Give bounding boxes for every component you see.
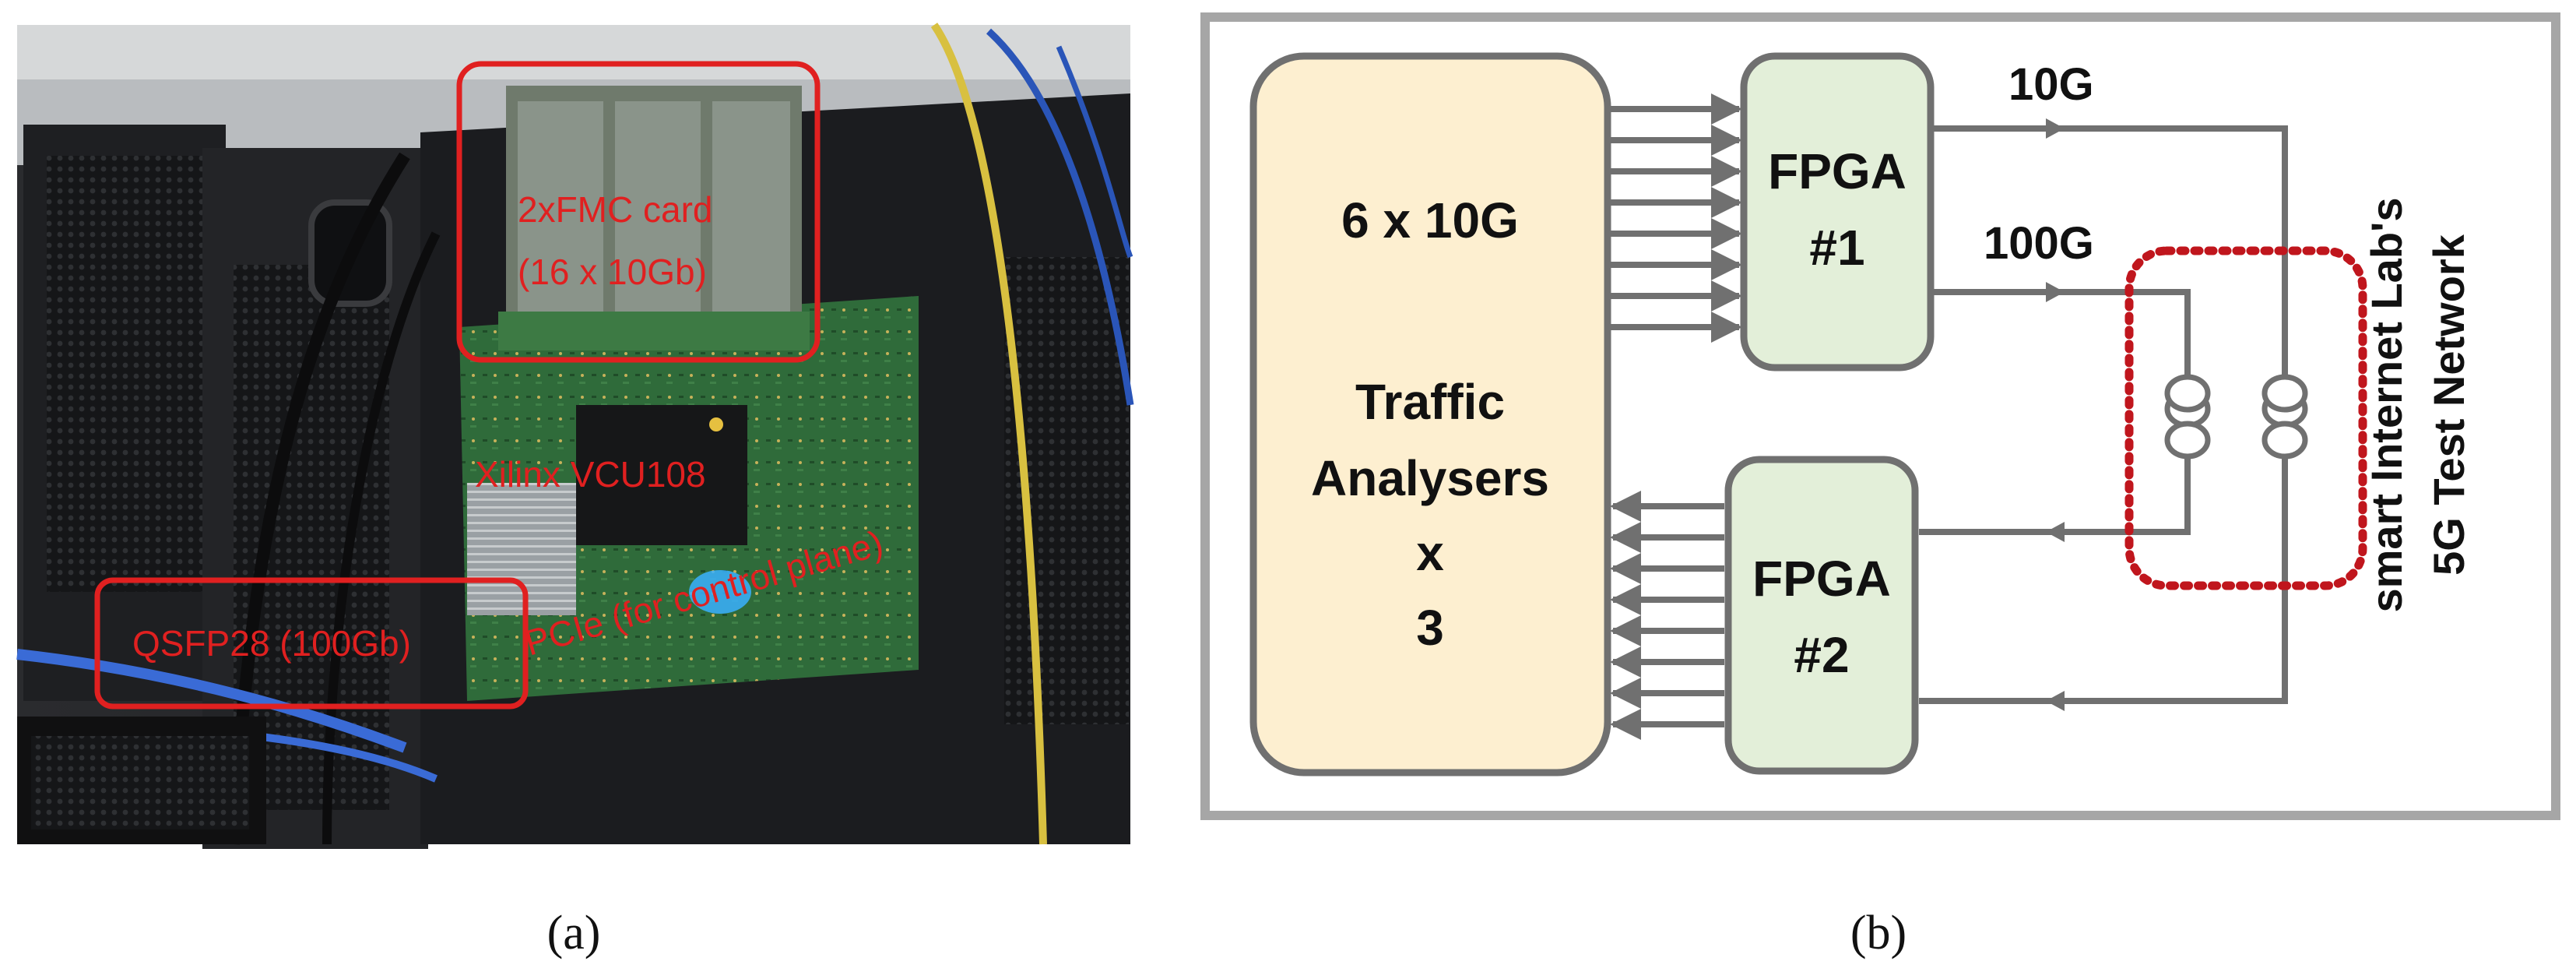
analyser-count: 3 bbox=[1416, 600, 1444, 656]
link-10g-label: 10G bbox=[2008, 59, 2094, 110]
fiber-spool-10g bbox=[2261, 374, 2308, 460]
analyser-to-fpga1-links bbox=[1611, 93, 1742, 343]
fpga-1-label-line1: FPGA bbox=[1768, 143, 1907, 199]
fpga-1-block bbox=[1740, 52, 1935, 372]
fiber-spool-100g bbox=[2164, 374, 2211, 460]
qsfp-label: QSFP28 (100Gb) bbox=[132, 623, 411, 664]
yellow-cable bbox=[930, 23, 1047, 845]
board-label: Xilinx VCU108 bbox=[475, 454, 706, 495]
photo-panel: 2xFMC card (16 x 10Gb) Xilinx VCU108 QSF… bbox=[16, 23, 1134, 849]
fpga-2-block bbox=[1724, 456, 1919, 775]
link-direction-arrows bbox=[2046, 118, 2065, 711]
qsfp-highlight-box bbox=[94, 577, 529, 710]
fmc-highlight-box bbox=[456, 61, 821, 363]
blue-cable bbox=[986, 28, 1134, 406]
heatsink bbox=[467, 483, 576, 615]
traffic-analyser-block bbox=[1249, 52, 1611, 777]
analyser-multiplier: x bbox=[1416, 525, 1444, 581]
fmc-label-line2: (16 x 10Gb) bbox=[518, 252, 707, 292]
analyser-name-line2: Analysers bbox=[1311, 450, 1549, 506]
block-diagram: 6 x 10G Traffic Analysers x 3 FPGA #1 FP… bbox=[1200, 12, 2560, 820]
caption-b: (b) bbox=[1850, 907, 1907, 960]
fpga2-to-analyser-links bbox=[1610, 491, 1724, 740]
fpga-1-label-line2: #1 bbox=[1809, 220, 1864, 276]
analyser-name-line1: Traffic bbox=[1355, 374, 1505, 430]
analyser-ports-label: 6 x 10G bbox=[1341, 192, 1519, 248]
caption-a: (a) bbox=[547, 907, 601, 960]
test-network-boundary bbox=[2124, 246, 2367, 590]
link-100g-label: 100G bbox=[1984, 218, 2094, 269]
fpga-2-label-line1: FPGA bbox=[1752, 551, 1891, 607]
fpga-2-label-line2: #2 bbox=[1794, 627, 1849, 683]
status-led bbox=[689, 570, 751, 614]
network-label-line1: smart Internet Lab's bbox=[2362, 197, 2411, 612]
fmc-label-line1: 2xFMC card bbox=[518, 189, 712, 230]
network-label-line2: 5G Test Network bbox=[2424, 234, 2473, 576]
